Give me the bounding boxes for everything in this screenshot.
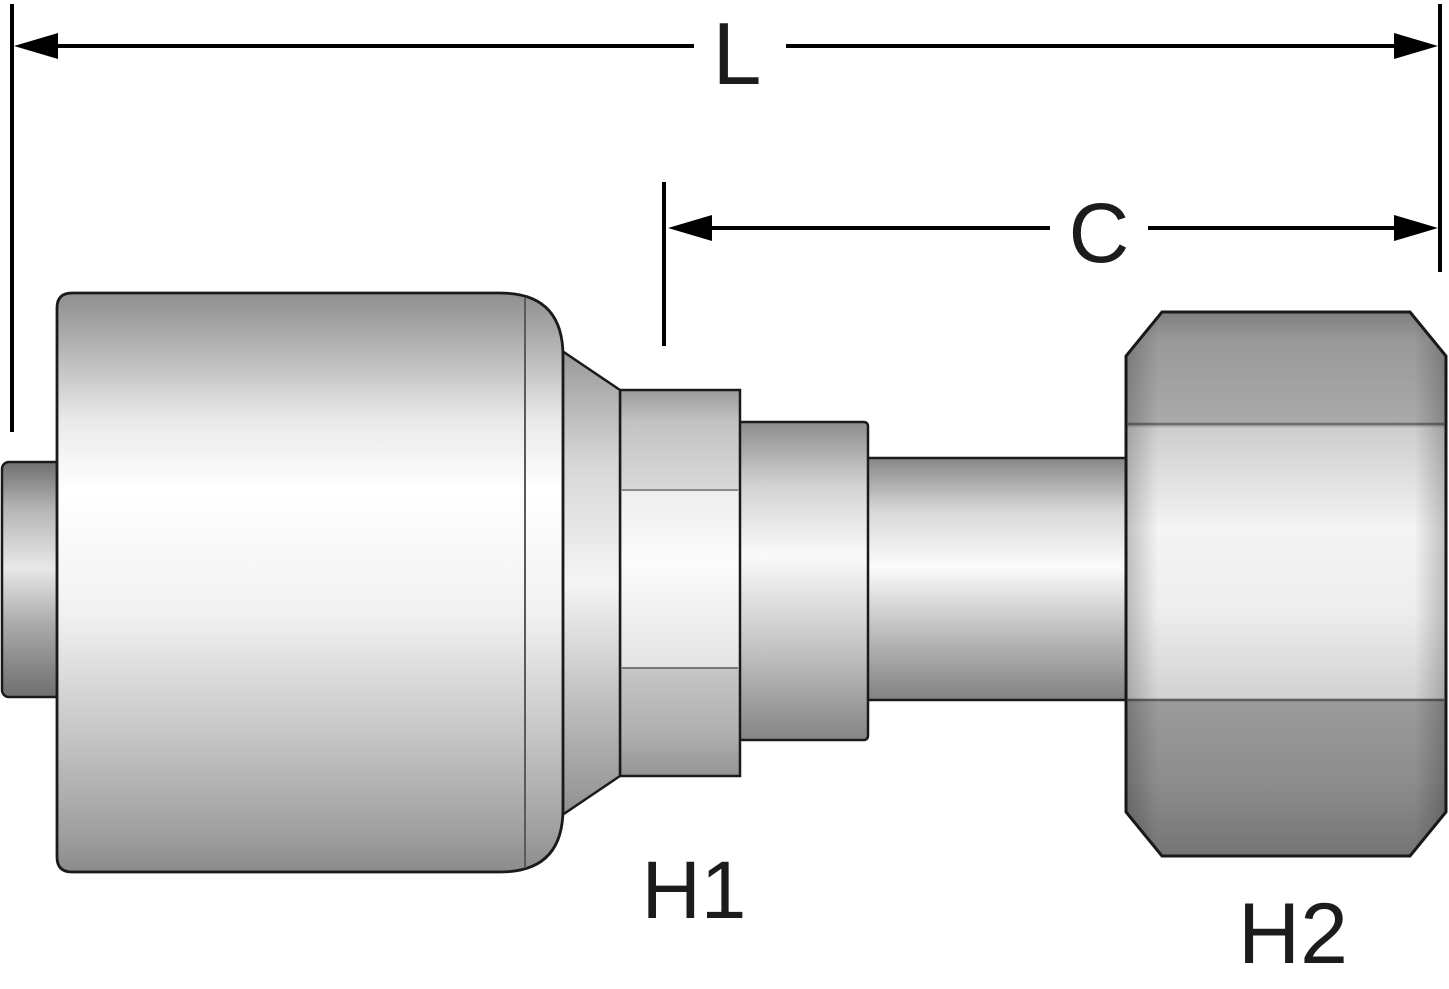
dimension-arrowheads bbox=[14, 33, 1438, 241]
hex-flat-h1 bbox=[618, 388, 742, 778]
part-label-hex2: H2 bbox=[1238, 886, 1348, 982]
crimp-ferrule-shell bbox=[55, 291, 565, 874]
c-arrow-right-icon bbox=[1394, 215, 1438, 241]
tube-section bbox=[864, 456, 1168, 702]
fitting-body bbox=[0, 291, 1448, 874]
hose-stub bbox=[0, 460, 66, 699]
dimension-lines bbox=[10, 4, 1442, 432]
c-arrow-left-icon bbox=[668, 215, 712, 241]
dim-label-cutoff-length: C bbox=[1069, 186, 1130, 280]
l-arrow-left-icon bbox=[14, 33, 58, 59]
nut-end-shading bbox=[1126, 312, 1446, 856]
part-label-hex1: H1 bbox=[642, 845, 747, 936]
l-arrow-right-icon bbox=[1394, 33, 1438, 59]
dim-label-overall-length: L bbox=[713, 4, 762, 103]
collar-ring bbox=[736, 420, 870, 742]
